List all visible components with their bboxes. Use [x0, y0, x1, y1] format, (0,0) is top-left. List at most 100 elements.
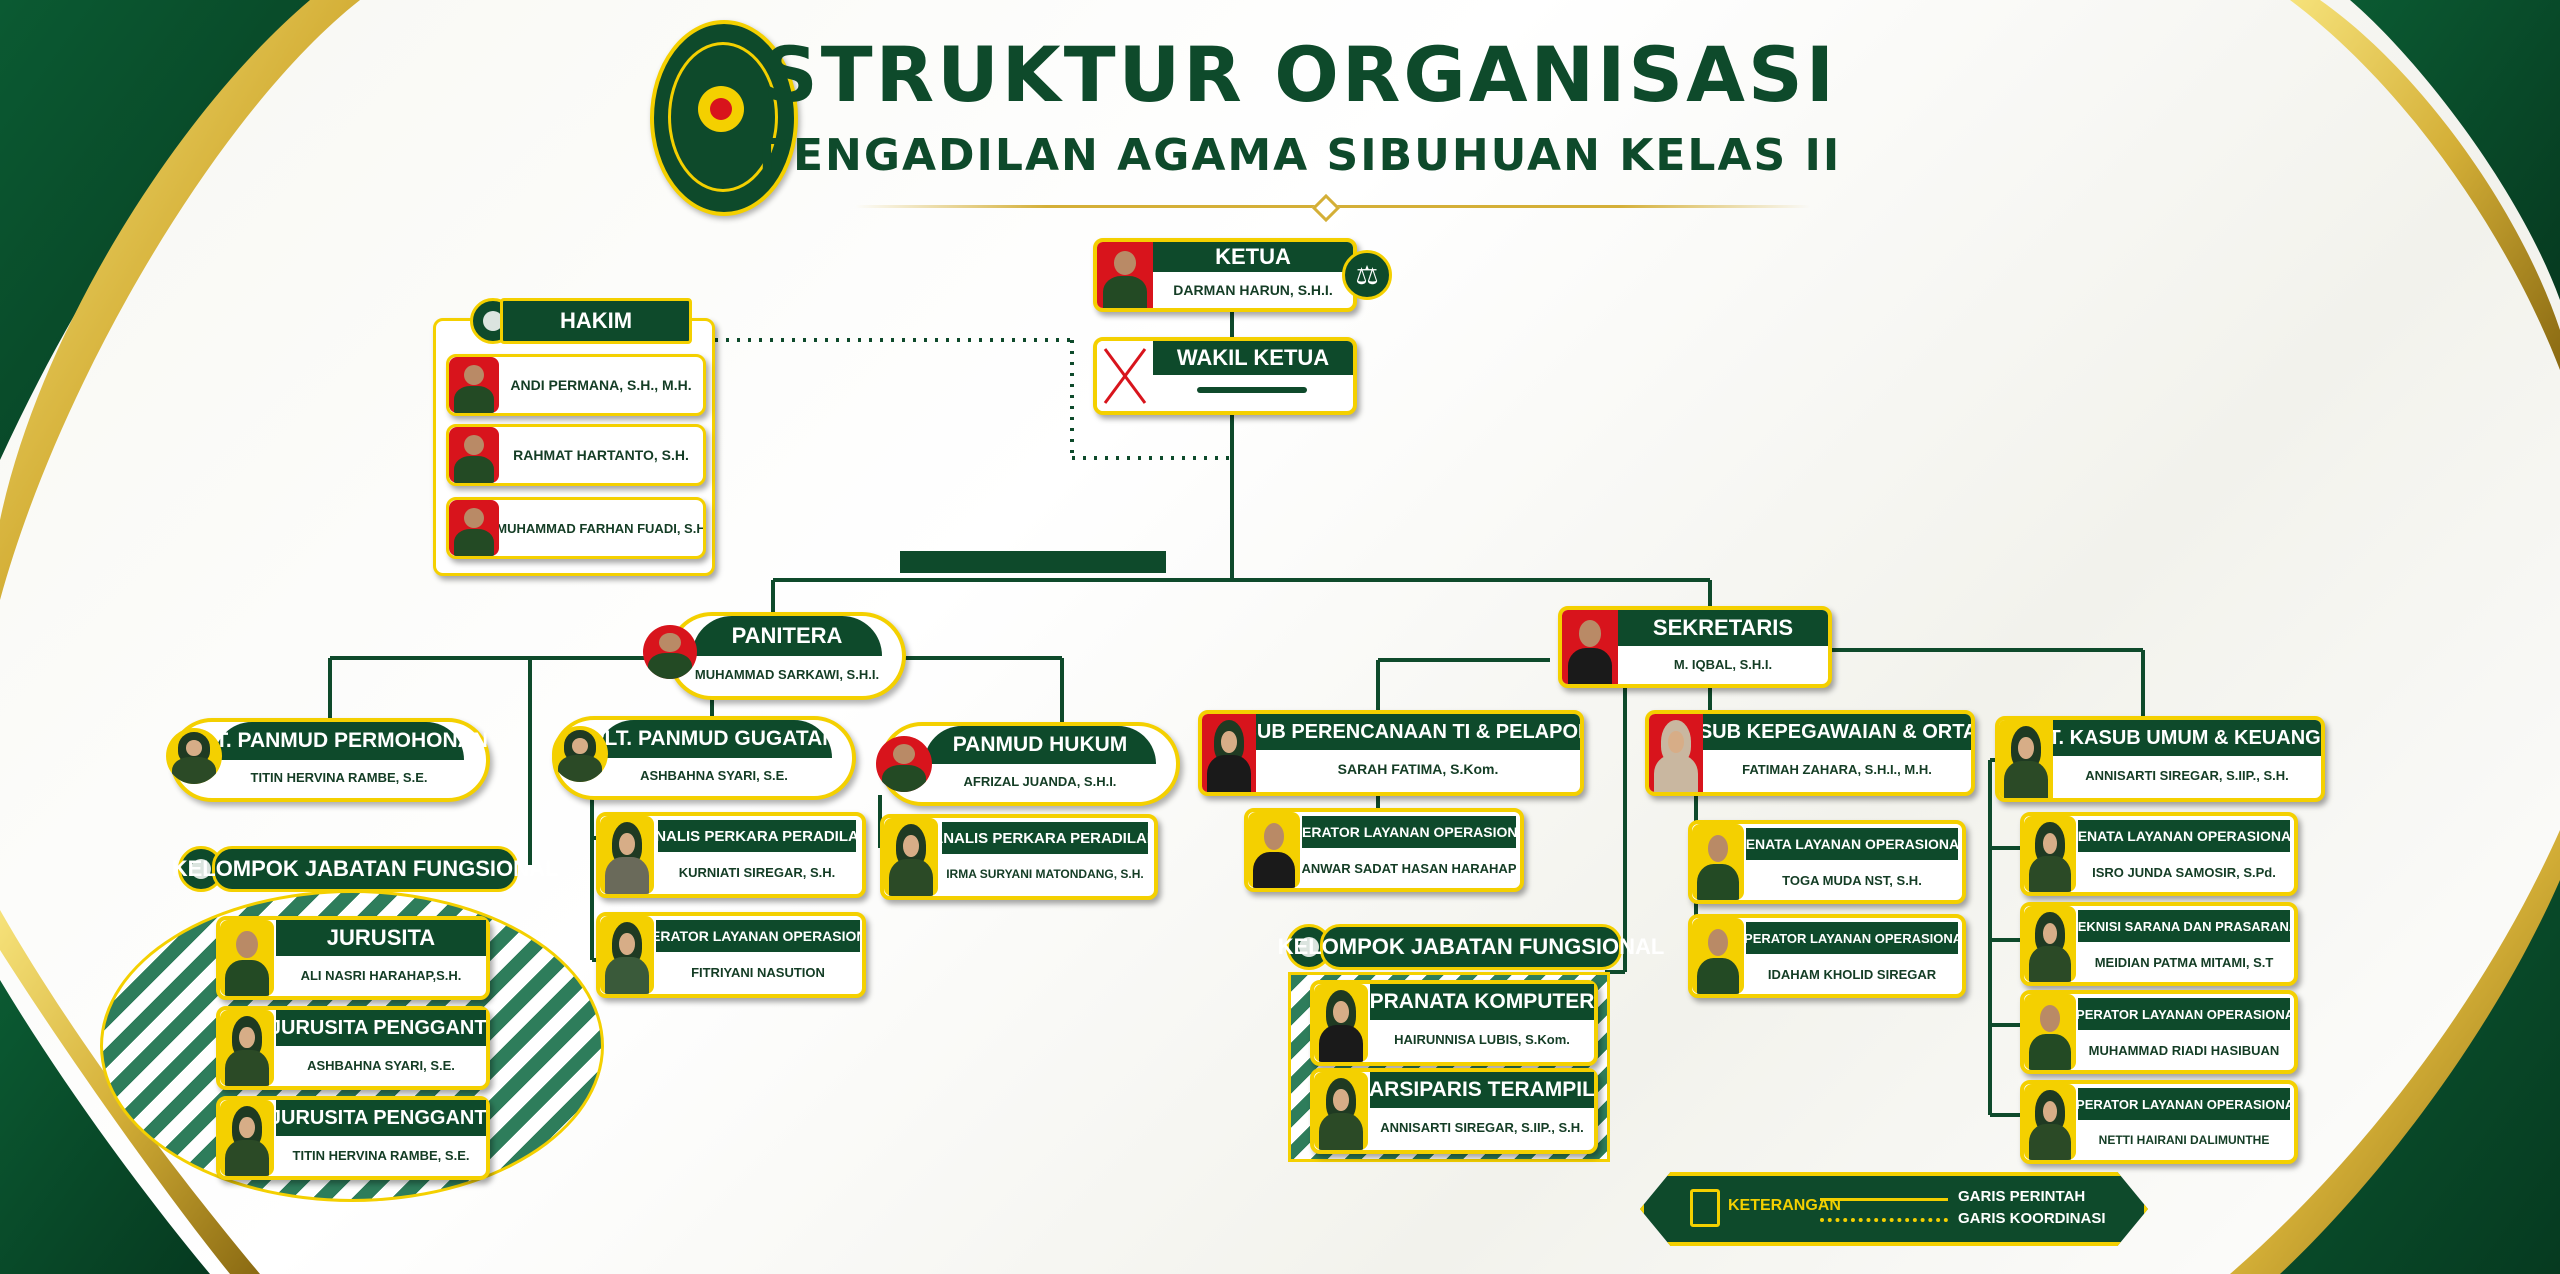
fungsional-right-role-1: PRANATA KOMPUTER [1370, 984, 1594, 1020]
gugatan-staff-2: OPERATOR LAYANAN OPERASIONAL FITRIYANI N… [596, 912, 866, 998]
perencanaan-card: KASUB PERENCANAAN TI & PELAPORAN SARAH F… [1198, 710, 1584, 796]
umum-staff-role-1: PENATA LAYANAN OPERASIONAL [2078, 820, 2290, 852]
perencanaan-staff-photo-1 [1248, 812, 1300, 888]
perencanaan-photo [1202, 714, 1256, 792]
perencanaan-staff-name-1: ANWAR SADAT HASAN HARAHAP [1302, 860, 1516, 876]
umum-staff-photo-4 [2024, 1084, 2076, 1160]
legend-clipboard-icon [1690, 1189, 1720, 1227]
fungsional-left-member-2: JURUSITA PENGGANTI ASHBAHNA SYARI, S.E. [216, 1006, 490, 1090]
page-subtitle: PENGADILAN AGAMA SIBUHUAN KELAS II [758, 130, 1842, 181]
sekretaris-name: M. IQBAL, S.H.I. [1673, 656, 1773, 672]
kepegawaian-staff-2: OPERATOR LAYANAN OPERASIONAL IDAHAM KHOL… [1688, 914, 1966, 998]
hakim-name-1: ANDI PERMANA, S.H., M.H. [510, 377, 692, 393]
ketua-role: KETUA [1153, 242, 1353, 272]
fungsional-left-role-2: JURUSITA PENGGANTI [276, 1010, 486, 1046]
umum-staff-photo-2 [2024, 906, 2076, 982]
fungsional-left-name-2: ASHBAHNA SYARI, S.E. [307, 1057, 455, 1073]
wakil-ketua-role: WAKIL KETUA [1153, 341, 1353, 375]
jurusita-photo-1 [220, 920, 274, 996]
umum-staff-4: OPERATOR LAYANAN OPERASIONAL NETTI HAIRA… [2020, 1080, 2298, 1164]
sekretaris-role: SEKRETARIS [1618, 610, 1828, 646]
gugatan-staff-role-1: ANALIS PERKARA PERADILAN [658, 820, 856, 852]
hakim-member-1: ANDI PERMANA, S.H., M.H. [446, 354, 706, 416]
kepegawaian-staff-1: PENATA LAYANAN OPERASIONAL TOGA MUDA NST… [1688, 820, 1966, 904]
perencanaan-staff-1: OPERATOR LAYANAN OPERASIONAL ANWAR SADAT… [1244, 808, 1524, 892]
fungsional-left-label: KELOMPOK JABATAN FUNGSIONAL [172, 846, 558, 892]
fungsional-left-member-3: JURUSITA PENGGANTI TITIN HERVINA RAMBE, … [216, 1096, 490, 1180]
hukum-name: AFRIZAL JUANDA, S.H.I. [963, 773, 1117, 789]
legend-box [1640, 1172, 2148, 1246]
umum-staff-photo-1 [2024, 816, 2076, 892]
hakim-name-3: MUHAMMAD FARHAN FUADI, S.H [499, 520, 703, 536]
gugatan-staff-1: ANALIS PERKARA PERADILAN KURNIATI SIREGA… [596, 812, 866, 898]
permohonan-card: PLT. PANMUD PERMOHONAN TITIN HERVINA RAM… [170, 718, 490, 802]
ketua-card: KETUA DARMAN HARUN, S.H.I. [1093, 238, 1357, 312]
fungsional-right-role-2: ARSIPARIS TERAMPIL [1370, 1072, 1594, 1108]
panitera-card: PANITERA MUHAMMAD SARKAWI, S.H.I. [668, 612, 906, 700]
umum-staff-name-2: MEIDIAN PATMA MITAMI, S.T [2094, 954, 2274, 970]
hakim-title: HAKIM [500, 298, 692, 344]
legend-dotted-line [1820, 1218, 1948, 1222]
hakim-member-2: RAHMAT HARTANTO, S.H. [446, 424, 706, 486]
hukum-staff-role-1: ANALIS PERKARA PERADILAN [942, 822, 1148, 854]
kepegawaian-staff-role-2: OPERATOR LAYANAN OPERASIONAL [1746, 922, 1958, 954]
gugatan-name: ASHBAHNA SYARI, S.E. [640, 767, 788, 783]
ketua-photo [1097, 242, 1153, 308]
umum-staff-role-3: OPERATOR LAYANAN OPERASIONAL [2078, 998, 2290, 1030]
scales-icon: ⚖ [1342, 250, 1392, 300]
permohonan-role: PLT. PANMUD PERMOHONAN [190, 722, 488, 760]
umum-staff-name-1: ISRO JUNDA SAMOSIR, S.Pd. [2092, 864, 2276, 880]
hakim-member-3: MUHAMMAD FARHAN FUADI, S.H [446, 497, 706, 559]
wakil-ketua-name-blank [1197, 387, 1307, 393]
kepegawaian-name: FATIMAH ZAHARA, S.H.I., M.H. [1742, 761, 1932, 777]
umum-staff-name-3: MUHAMMAD RIADI HASIBUAN [2088, 1042, 2280, 1058]
hukum-staff-1: ANALIS PERKARA PERADILAN IRMA SURYANI MA… [880, 814, 1158, 900]
fungsional-left-name-3: TITIN HERVINA RAMBE, S.E. [292, 1147, 470, 1163]
ketua-name: DARMAN HARUN, S.H.I. [1173, 282, 1333, 298]
umum-photo [1999, 720, 2053, 798]
legend-solid-line [1820, 1198, 1948, 1201]
fungsional-left-role-1: JURUSITA [276, 920, 486, 956]
permohonan-name: TITIN HERVINA RAMBE, S.E. [250, 769, 428, 785]
umum-staff-role-2: TEKNISI SARANA DAN PRASARANA [2078, 910, 2290, 942]
kepegawaian-role: KASUB KEPEGAWAIAN & ORTALA [1703, 714, 1971, 750]
fungsional-left-role-3: JURUSITA PENGGANTI [276, 1100, 486, 1136]
panitera-photo [643, 625, 697, 679]
umum-staff-photo-3 [2024, 994, 2076, 1070]
fungsional-right-name-2: ANNISARTI SIREGAR, S.IIP., S.H. [1380, 1119, 1584, 1135]
umum-staff-1: PENATA LAYANAN OPERASIONAL ISRO JUNDA SA… [2020, 812, 2298, 896]
legend-label: KETERANGAN [1728, 1197, 1841, 1214]
kepegawaian-staff-photo-2 [1692, 918, 1744, 994]
blank-green-bar [900, 551, 1166, 573]
kepegawaian-card: KASUB KEPEGAWAIAN & ORTALA FATIMAH ZAHAR… [1645, 710, 1975, 796]
hukum-photo [876, 736, 932, 792]
kepegawaian-staff-role-1: PENATA LAYANAN OPERASIONAL [1746, 828, 1958, 860]
perencanaan-staff-role-1: OPERATOR LAYANAN OPERASIONAL [1302, 816, 1516, 848]
umum-staff-2: TEKNISI SARANA DAN PRASARANA MEIDIAN PAT… [2020, 902, 2298, 986]
hakim-name-2: RAHMAT HARTANTO, S.H. [513, 447, 689, 463]
jurusita-photo-2 [220, 1010, 274, 1086]
umum-staff-3: OPERATOR LAYANAN OPERASIONAL MUHAMMAD RI… [2020, 990, 2298, 1074]
gugatan-staff-name-1: KURNIATI SIREGAR, S.H. [678, 864, 836, 880]
hukum-card: PANMUD HUKUM AFRIZAL JUANDA, S.H.I. [880, 722, 1180, 806]
fungsional-right-member-1: PRANATA KOMPUTER HAIRUNNISA LUBIS, S.Kom… [1310, 980, 1598, 1066]
logo-center-circle [710, 98, 732, 120]
panitera-name: MUHAMMAD SARKAWI, S.H.I. [694, 666, 880, 682]
kepegawaian-staff-name-1: TOGA MUDA NST, S.H. [1782, 872, 1922, 888]
fungsional-right-member-2: ARSIPARIS TERAMPIL ANNISARTI SIREGAR, S.… [1310, 1068, 1598, 1154]
jurusita-photo-3 [220, 1100, 274, 1176]
hakim-photo-3 [449, 500, 499, 556]
sekretaris-card: SEKRETARIS M. IQBAL, S.H.I. [1558, 606, 1832, 688]
perencanaan-name: SARAH FATIMA, S.Kom. [1337, 761, 1499, 777]
court-logo [650, 20, 798, 216]
page-title: STRUKTUR ORGANISASI [762, 30, 1838, 119]
perencanaan-role: KASUB PERENCANAAN TI & PELAPORAN [1256, 714, 1580, 750]
kepegawaian-staff-name-2: IDAHAM KHOLID SIREGAR [1767, 966, 1937, 982]
umum-name: ANNISARTI SIREGAR, S.IIP., S.H. [2085, 767, 2289, 783]
fungsional-left-member-1: JURUSITA ALI NASRI HARAHAP,S.H. [216, 916, 490, 1000]
wakil-ketua-photo-placeholder [1097, 341, 1153, 411]
kepegawaian-photo [1649, 714, 1703, 792]
